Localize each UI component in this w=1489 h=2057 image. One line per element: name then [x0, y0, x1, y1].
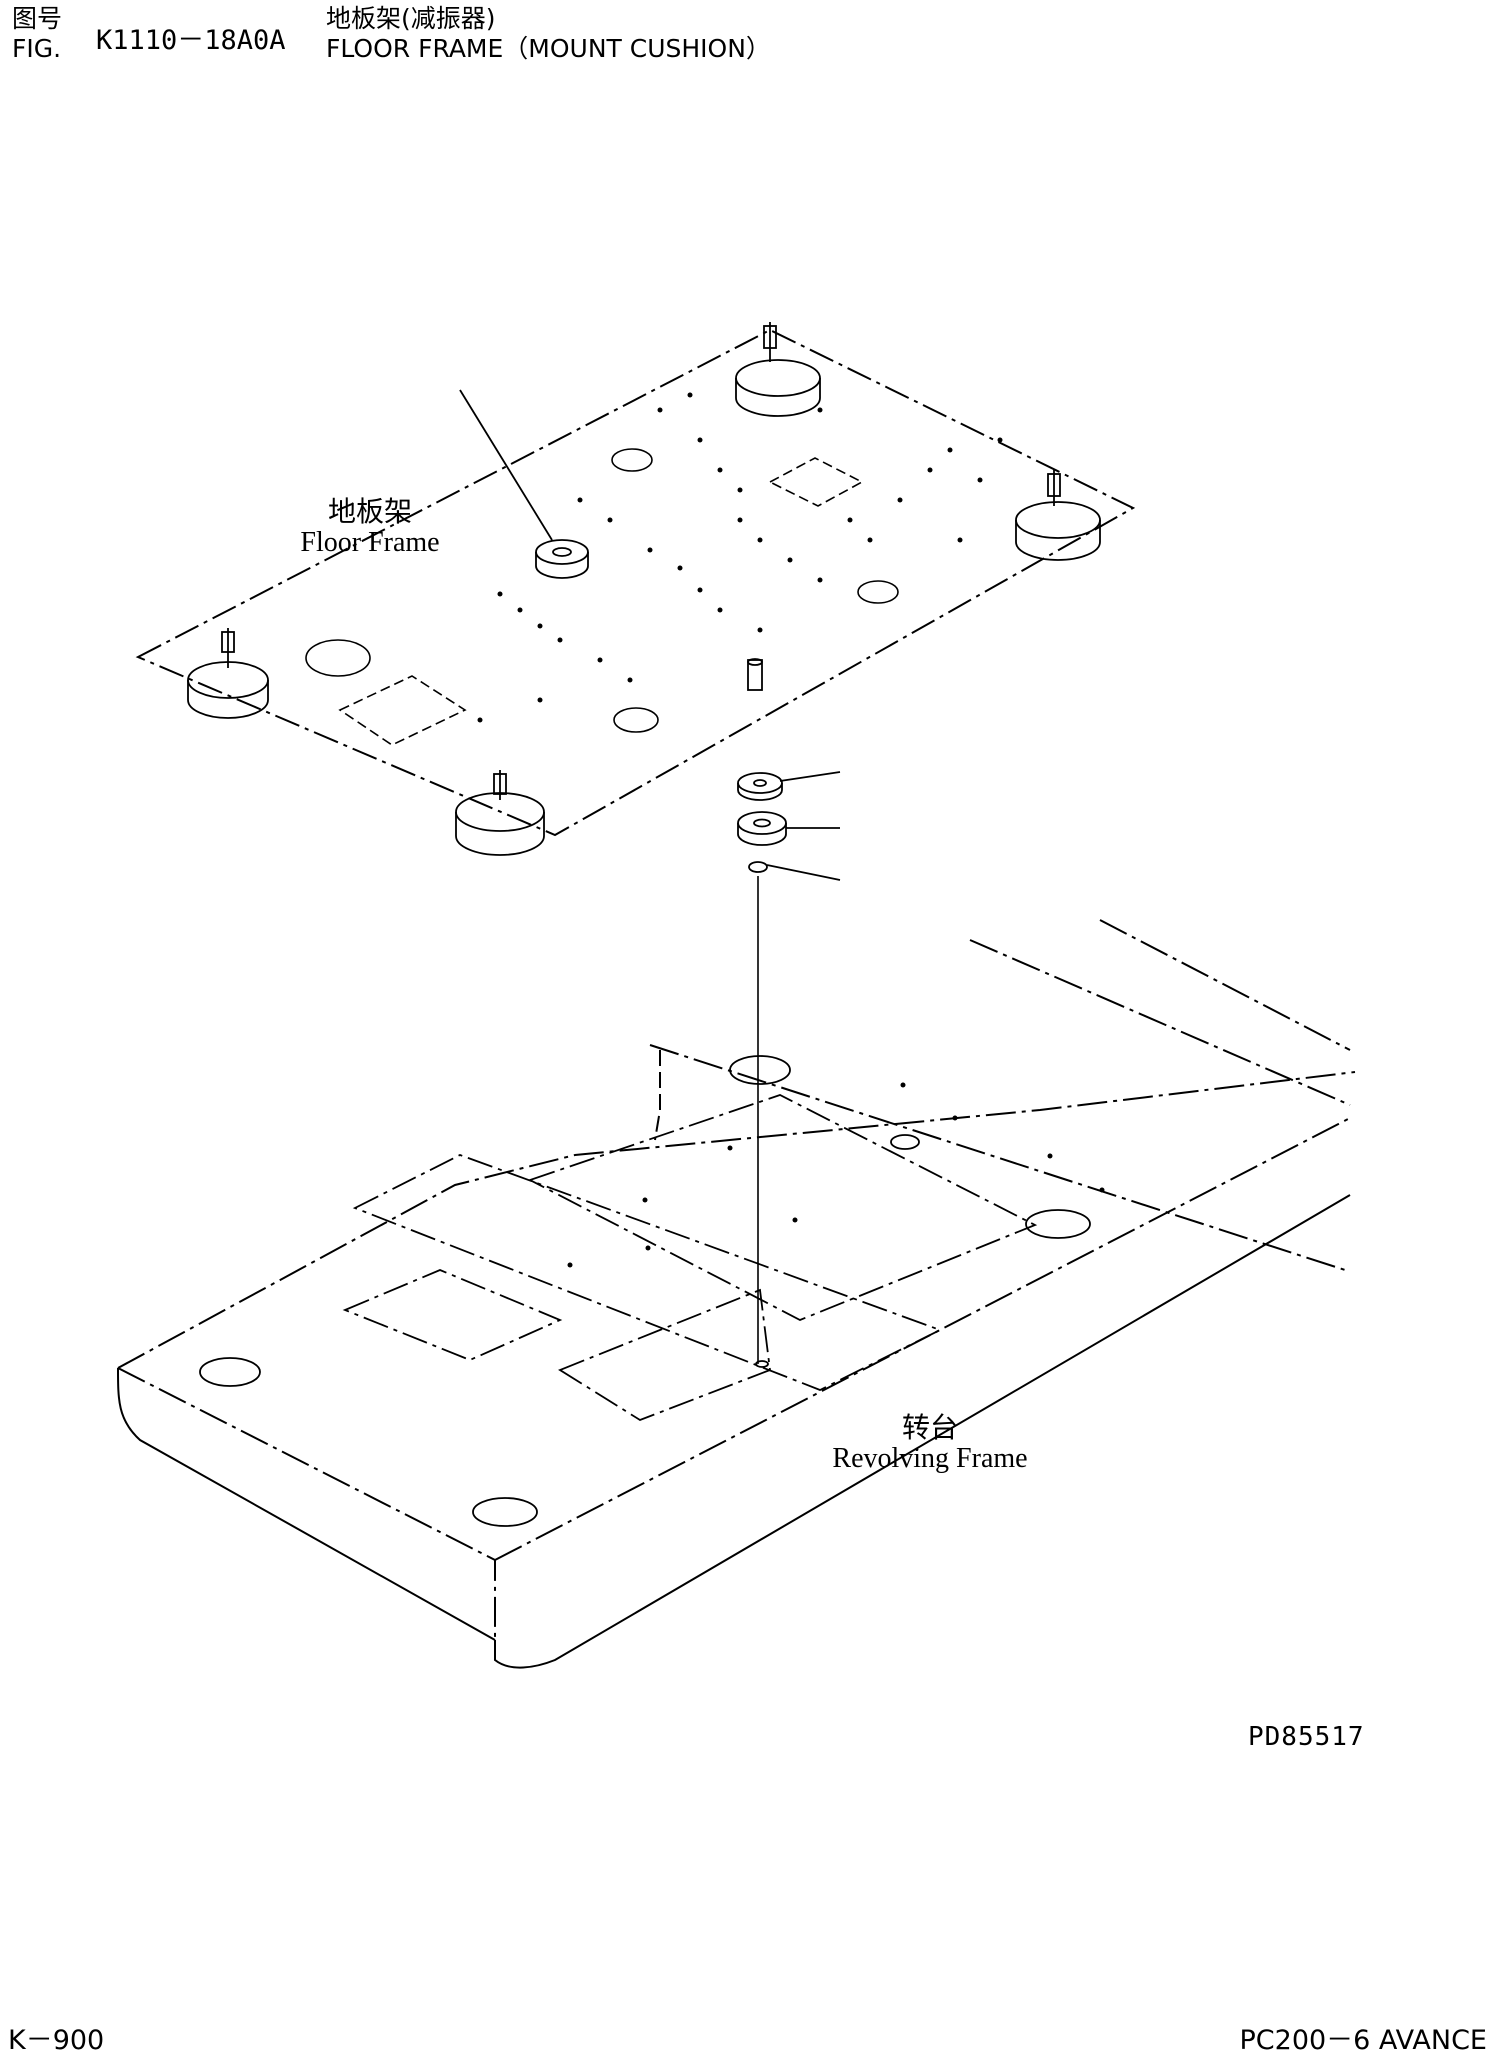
- corner-mount-right: [1015, 470, 1101, 561]
- corner-mount-front: [455, 770, 545, 856]
- floor-frame-plate: [135, 328, 1136, 837]
- title-en: FLOOR FRAME（MOUNT CUSHION）: [326, 34, 771, 63]
- revolving-frame-label-cn: 转台: [901, 1413, 958, 1444]
- machine-model: PC200－6 AVANCE: [1239, 2025, 1488, 2056]
- title-cn: 地板架(减振器): [326, 4, 496, 33]
- washer-part: [737, 772, 783, 801]
- revolving-frame-center-plate: [342, 1094, 1038, 1422]
- figure-header: 图号 地板架(减振器) FIG. K1110－18A0A FLOOR FRAME…: [12, 4, 771, 64]
- o-ring-part: [748, 861, 768, 873]
- floor-frame-openings: [305, 448, 899, 746]
- floor-frame-label: 地板架 Floor Frame: [270, 498, 470, 558]
- floor-frame-label-en: Floor Frame: [300, 527, 440, 558]
- revolving-frame-mount-seats: [199, 1055, 1091, 1527]
- fig-label-cn: 图号: [12, 4, 63, 33]
- revolving-frame-label-en: Revolving Frame: [832, 1443, 1028, 1474]
- revolving-frame-outline: [117, 919, 1356, 1669]
- cushion-part: [535, 539, 589, 579]
- corner-mount-rear: [735, 322, 821, 417]
- fig-label-en: FIG.: [12, 34, 62, 63]
- figure-number: K1110－18A0A: [96, 25, 286, 56]
- revolving-frame-holes: [567, 1082, 1105, 1268]
- floor-frame-bolt-holes: [477, 392, 1003, 723]
- damper-part: [737, 811, 787, 846]
- cushion-leader: [459, 389, 553, 541]
- bolt-part: [747, 658, 763, 691]
- corner-mount-left: [187, 628, 269, 719]
- washer-leader: [779, 771, 841, 782]
- page-number: K－900: [8, 2025, 105, 2056]
- o-ring-leader: [766, 864, 841, 881]
- floor-frame-label-cn: 地板架: [327, 497, 412, 528]
- drawing-reference: PD85517: [1248, 1722, 1365, 1752]
- revolving-frame-label: 转台 Revolving Frame: [795, 1414, 1065, 1474]
